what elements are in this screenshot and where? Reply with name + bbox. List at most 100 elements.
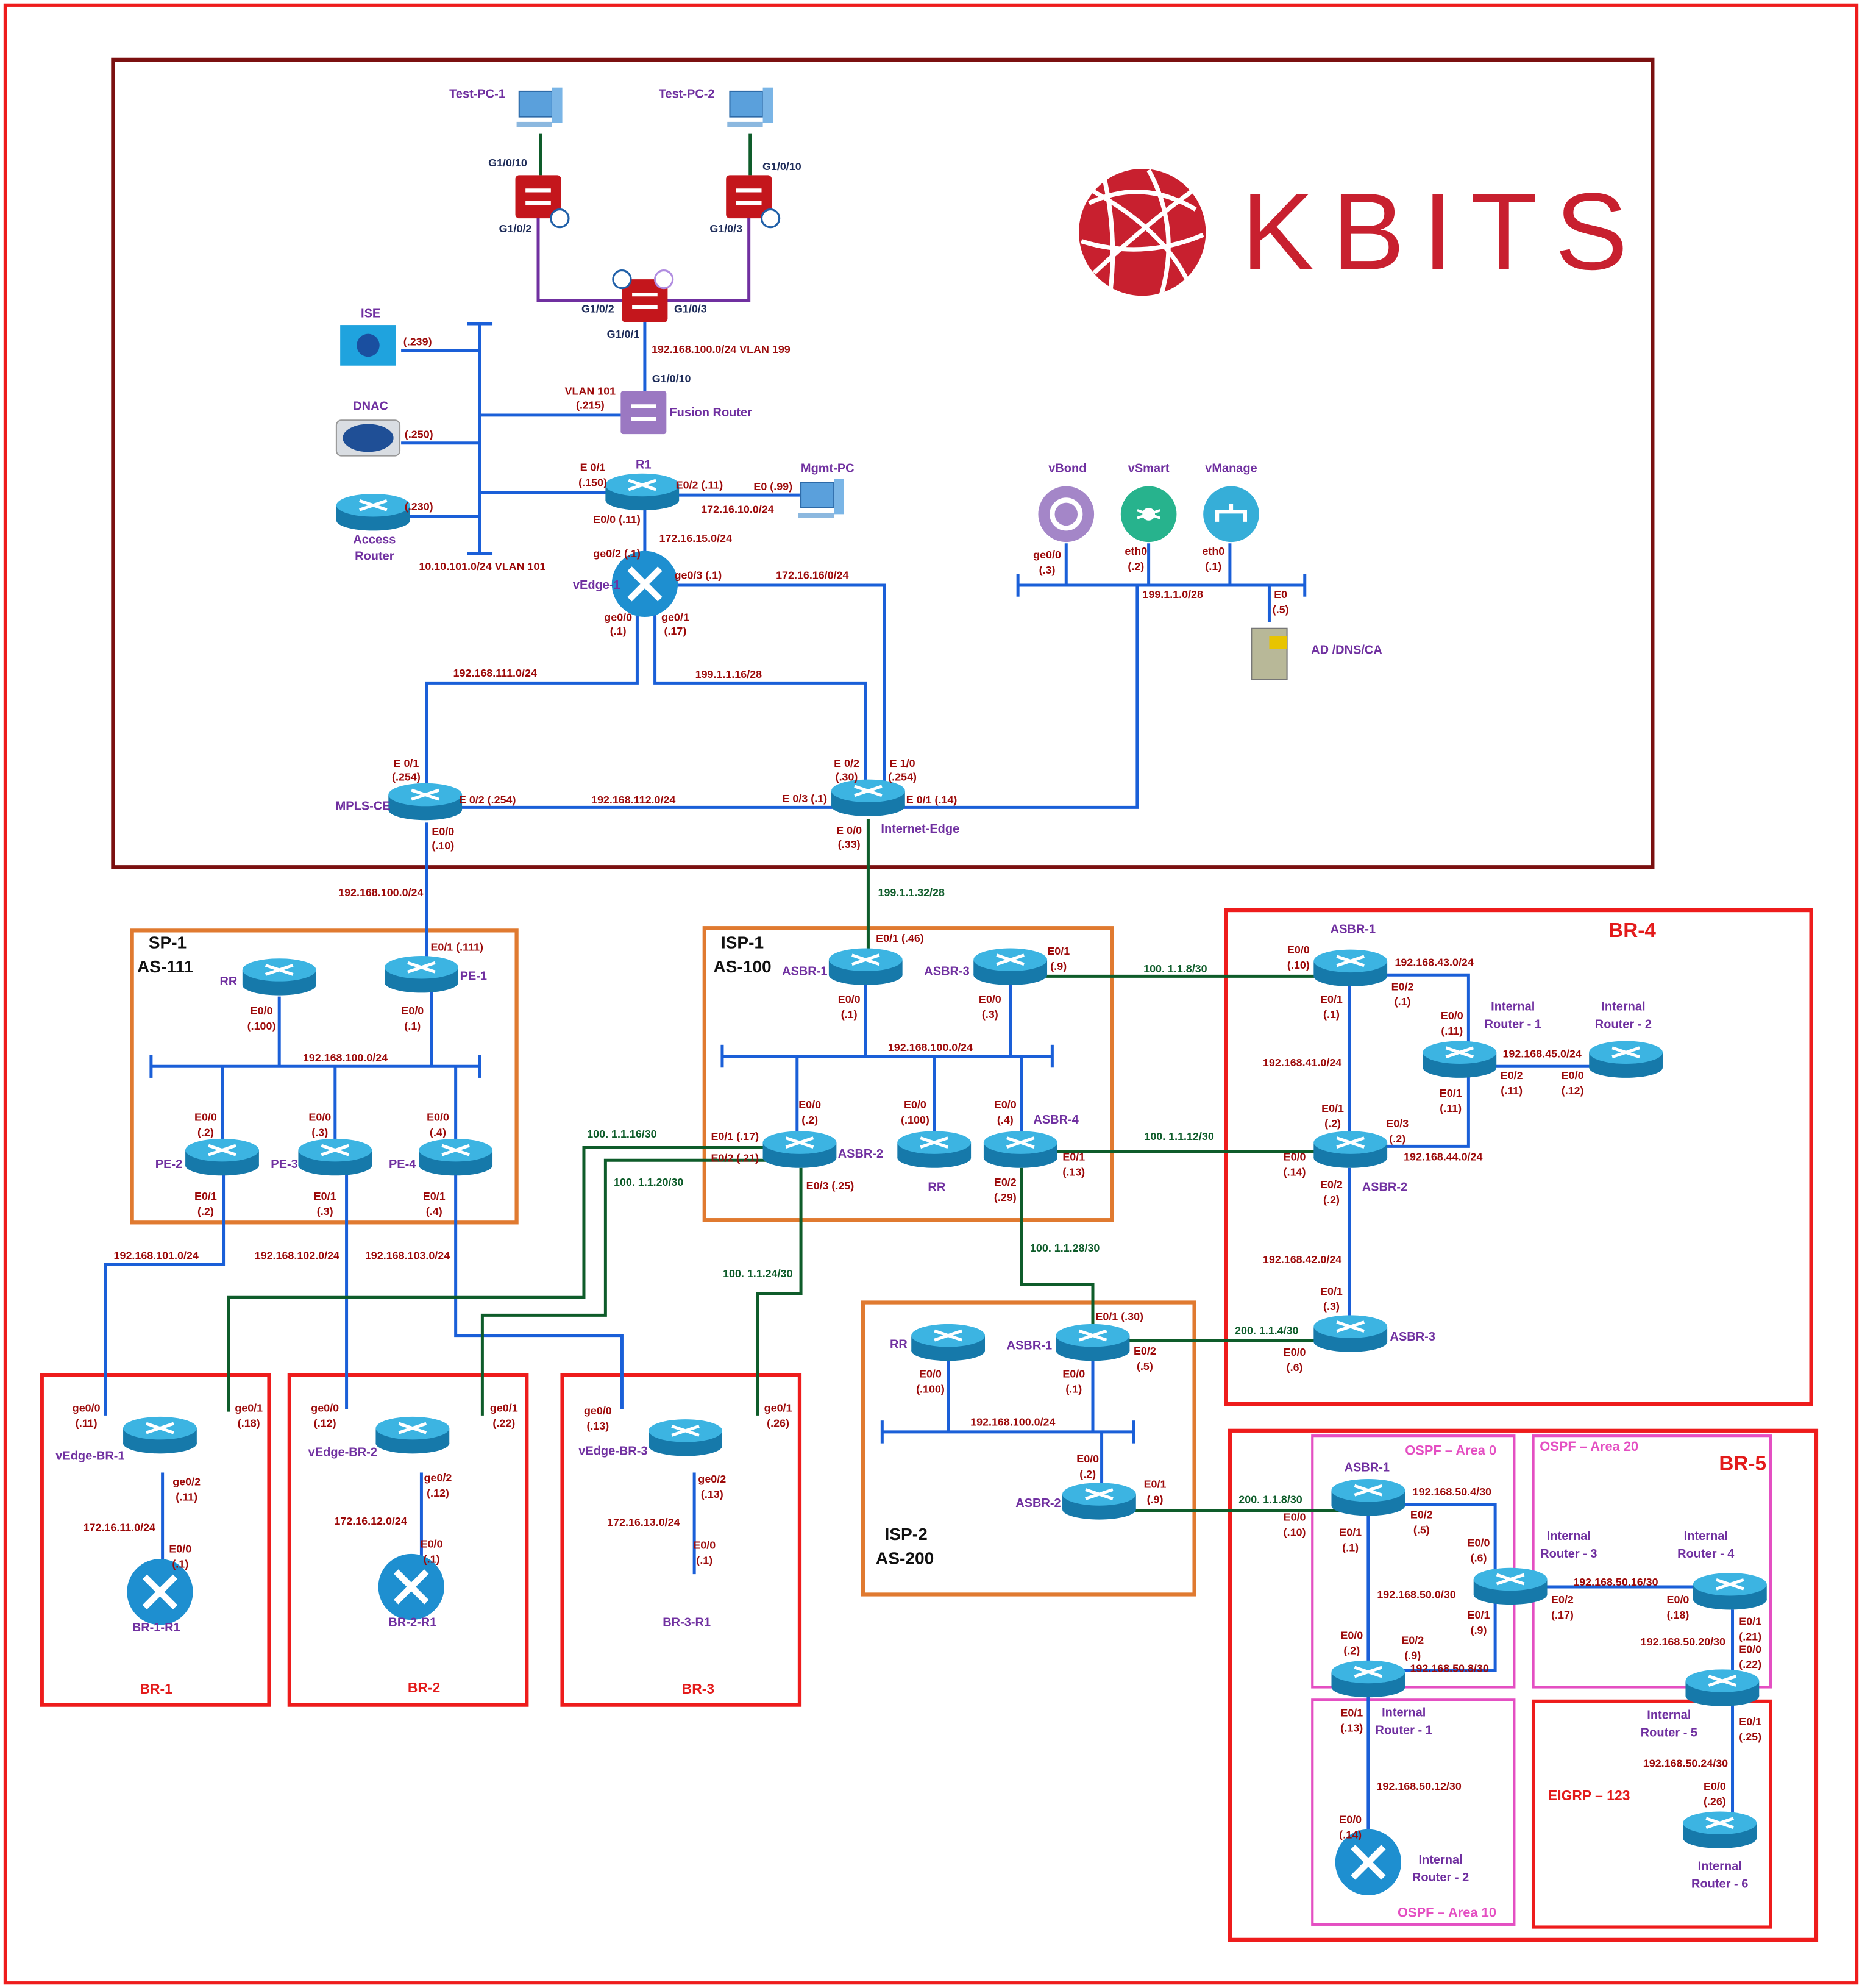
router-icon[interactable]	[1683, 1811, 1757, 1848]
router-icon[interactable]	[336, 494, 410, 531]
device-name: RR	[890, 1338, 908, 1351]
router-icon[interactable]	[1331, 1478, 1405, 1516]
device-name: vEdge-1	[573, 579, 620, 592]
region-title: ISP-2	[884, 1525, 927, 1544]
router-icon[interactable]	[897, 1131, 972, 1168]
interface-label: (.18)	[1667, 1609, 1690, 1621]
router-icon[interactable]	[1313, 949, 1388, 987]
interface-label: E0/1 (.111)	[430, 941, 483, 953]
interface-label: (.11)	[1440, 1102, 1462, 1114]
interface-label: (.18)	[238, 1417, 260, 1430]
pc-icon[interactable]	[727, 87, 773, 127]
interface-label: 192.168.100.0/24	[338, 886, 423, 899]
router-icon[interactable]	[1693, 1573, 1767, 1610]
interface-label: E0/0	[251, 1005, 273, 1017]
device-name: R1	[636, 458, 652, 471]
device-name: BR-1-R1	[132, 1621, 180, 1634]
br2-region	[287, 1373, 529, 1707]
interface-label: E0/0	[1340, 1629, 1363, 1641]
br5-region	[1228, 1428, 1819, 1942]
router-icon[interactable]	[828, 948, 903, 985]
vsmart-icon[interactable]	[1120, 486, 1177, 543]
region-title: AS-100	[713, 957, 771, 976]
port-label: G1/0/10	[488, 157, 527, 169]
vedge-icon[interactable]	[127, 1559, 193, 1625]
vedge-icon[interactable]	[1335, 1829, 1402, 1895]
interface-label: E0/2 (.21)	[711, 1152, 759, 1164]
region-title: AS-200	[876, 1548, 934, 1567]
router-icon[interactable]	[123, 1416, 197, 1454]
router-icon[interactable]	[419, 1138, 493, 1176]
device-name: vEdge-BR-1	[55, 1450, 124, 1463]
device-name: vEdge-BR-2	[308, 1445, 377, 1459]
interface-label: (.10)	[432, 839, 454, 852]
pc-icon[interactable]	[516, 87, 563, 127]
router-icon[interactable]	[1685, 1669, 1760, 1706]
switch-icon[interactable]	[622, 279, 668, 322]
router-icon[interactable]	[605, 473, 680, 511]
interface-label: E0/0	[994, 1099, 1017, 1111]
router-icon[interactable]	[973, 948, 1048, 985]
interface-label: E0/2	[1401, 1634, 1424, 1647]
router-icon[interactable]	[388, 783, 463, 821]
interface-label: 192.168.100.0/24	[888, 1041, 973, 1053]
device-name: AD /DNS/CA	[1311, 643, 1382, 657]
region-title: EIGRP – 123	[1548, 1787, 1630, 1803]
wan-subnet-label: 200. 1.1.4/30	[1235, 1325, 1299, 1337]
router-icon[interactable]	[185, 1138, 259, 1176]
fusion-router-icon[interactable]	[620, 391, 667, 435]
interface-label: (.2)	[197, 1205, 214, 1217]
interface-label: (.2)	[197, 1127, 214, 1139]
interface-label: 172.16.13.0/24	[607, 1516, 680, 1528]
wan-subnet-label: 100. 1.1.28/30	[1030, 1242, 1100, 1254]
interface-label: E0/2	[1320, 1178, 1343, 1191]
router-icon[interactable]	[1313, 1315, 1388, 1352]
isp2-region	[861, 1300, 1196, 1597]
ise-icon[interactable]	[340, 325, 396, 366]
device-name: vSmart	[1128, 462, 1170, 476]
router-icon[interactable]	[1331, 1660, 1405, 1698]
router-icon[interactable]	[242, 958, 316, 996]
interface-label: 192.168.50.20/30	[1641, 1636, 1725, 1648]
router-icon[interactable]	[1056, 1324, 1130, 1361]
hq-region	[111, 57, 1655, 869]
vmanage-icon[interactable]	[1203, 486, 1259, 543]
pc-icon[interactable]	[798, 479, 844, 518]
router-icon[interactable]	[1473, 1567, 1548, 1605]
vbond-icon[interactable]	[1038, 486, 1095, 543]
interface-label: 192.168.103.0/24	[365, 1250, 450, 1262]
router-icon[interactable]	[911, 1324, 986, 1361]
interface-label: E0/2	[1501, 1069, 1523, 1081]
interface-label: (.14)	[1284, 1166, 1306, 1178]
interface-label: (.17)	[1551, 1609, 1574, 1621]
router-icon[interactable]	[1313, 1131, 1388, 1168]
interface-label: (.230)	[405, 501, 433, 513]
router-icon[interactable]	[1589, 1041, 1663, 1078]
router-icon[interactable]	[831, 779, 905, 816]
router-icon[interactable]	[298, 1138, 372, 1176]
router-icon[interactable]	[385, 956, 458, 993]
switch-icon[interactable]	[726, 175, 772, 219]
switch-icon[interactable]	[515, 175, 561, 219]
router-icon[interactable]	[649, 1419, 722, 1456]
interface-label: ge0/1	[661, 611, 689, 623]
vedge-icon[interactable]	[378, 1553, 444, 1620]
router-icon[interactable]	[762, 1131, 837, 1168]
router-icon[interactable]	[983, 1131, 1057, 1168]
dnac-icon[interactable]	[335, 419, 401, 457]
interface-label: 192.168.50.4/30	[1413, 1486, 1491, 1498]
router-icon[interactable]	[1423, 1041, 1497, 1078]
router-icon[interactable]	[1062, 1483, 1136, 1520]
server-icon[interactable]	[1251, 627, 1288, 680]
interface-label: E0/0	[1339, 1813, 1362, 1825]
interface-label: E0/0	[979, 993, 1001, 1005]
interface-label: (.250)	[405, 428, 433, 440]
interface-label: ge0/2	[698, 1473, 726, 1485]
vedge-icon[interactable]	[611, 550, 678, 618]
device-name: Router	[355, 549, 394, 563]
router-icon[interactable]	[375, 1416, 450, 1454]
logo-text: KBITS	[1242, 170, 1646, 292]
wan-subnet-label: 100. 1.1.8/30	[1143, 963, 1207, 975]
